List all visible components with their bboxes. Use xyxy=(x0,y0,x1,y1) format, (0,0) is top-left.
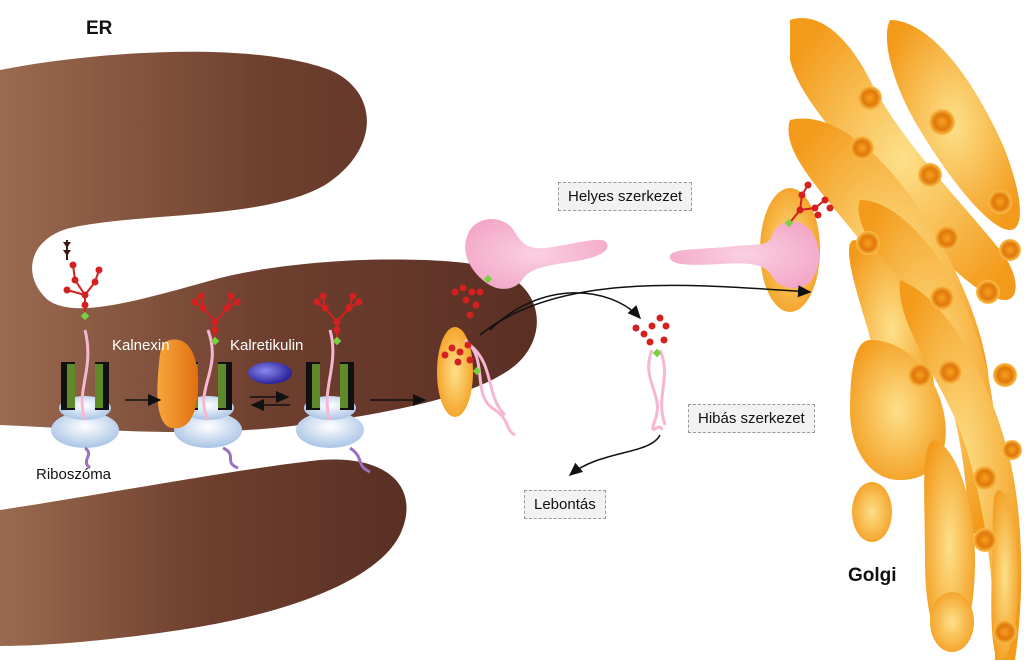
glycan-tree-icon xyxy=(63,240,103,321)
calreticulin-icon xyxy=(248,362,292,384)
misfolded-structure-label: Hibás szerkezet xyxy=(688,404,815,433)
folded-protein xyxy=(465,218,608,289)
glycan-tree-icon xyxy=(191,292,241,346)
golgi-vesicle xyxy=(930,592,974,652)
glycan-tree-icon xyxy=(313,292,363,346)
golgi-label: Golgi xyxy=(848,565,897,586)
ribosome-label: Riboszóma xyxy=(36,466,112,483)
folded-protein-golgi xyxy=(669,221,820,289)
ribosome-icon xyxy=(174,412,242,448)
er-lobe-bottom xyxy=(0,459,407,646)
golgi-cisterna xyxy=(858,200,997,537)
arrow-to-misfolded xyxy=(489,292,642,331)
calnexin-label: Kalnexin xyxy=(112,337,170,354)
calreticulin-label: Kalretikulin xyxy=(230,337,304,354)
golgi-vesicle-dots xyxy=(850,86,1022,644)
arrow-to-degradation xyxy=(568,434,661,476)
golgi-apparatus xyxy=(788,18,1022,660)
glycan-tree-icon xyxy=(451,274,493,319)
misfolded-protein xyxy=(632,314,670,431)
er-label: ER xyxy=(86,18,113,39)
ribosome-icon xyxy=(51,412,119,448)
arrow-to-golgi xyxy=(479,284,812,336)
ribosome-complex-3 xyxy=(296,329,371,474)
nascent-chain xyxy=(325,329,335,421)
glycan-tree-icon xyxy=(441,341,482,376)
ribosome-icon xyxy=(296,412,364,448)
glycan-tree-icon xyxy=(632,314,670,358)
golgi-cisterna xyxy=(899,280,1022,660)
transport-vesicle xyxy=(437,327,473,417)
ribosome-complex-1 xyxy=(51,329,119,470)
er-lobe-top xyxy=(0,51,537,433)
golgi-cisterna xyxy=(790,18,1016,300)
nascent-chain xyxy=(202,329,214,421)
golgi-vesicle xyxy=(852,482,892,542)
calnexin-icon xyxy=(157,339,199,429)
degradation-label: Lebontás xyxy=(524,490,606,519)
unfolded-protein xyxy=(441,338,516,437)
process-arrows xyxy=(125,284,812,476)
er-lumen xyxy=(0,51,537,646)
golgi-cisterna xyxy=(991,490,1019,660)
nascent-chain xyxy=(80,329,90,421)
correct-structure-label: Helyes szerkezet xyxy=(558,182,693,211)
